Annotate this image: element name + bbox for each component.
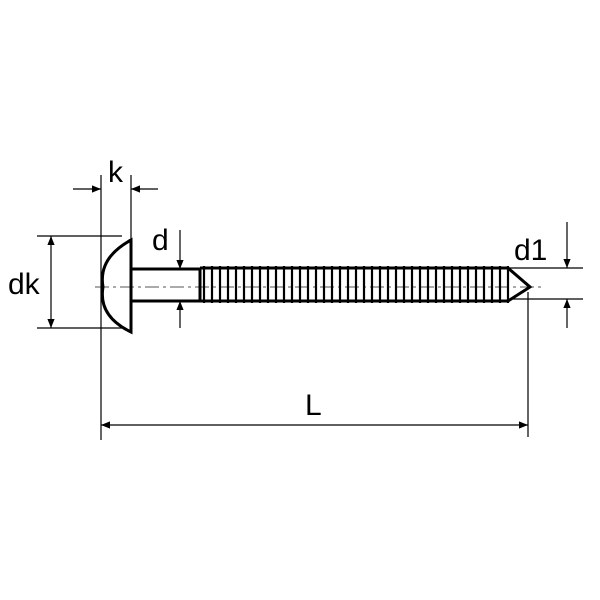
nail-shank-rings [200,266,510,303]
dimension-d: d [152,224,184,328]
dimension-L: L [101,292,529,437]
label-d1: d1 [514,234,547,267]
dimension-k: k [73,156,158,440]
dimension-dk: dk [8,235,122,329]
dimension-d1: d1 [508,222,583,328]
nail-shank-plain [131,267,202,303]
label-d: d [152,224,169,257]
nail-head [100,237,133,335]
label-k: k [108,156,124,189]
nail-point [507,266,533,303]
label-L: L [305,389,322,422]
label-dk: dk [8,268,41,301]
